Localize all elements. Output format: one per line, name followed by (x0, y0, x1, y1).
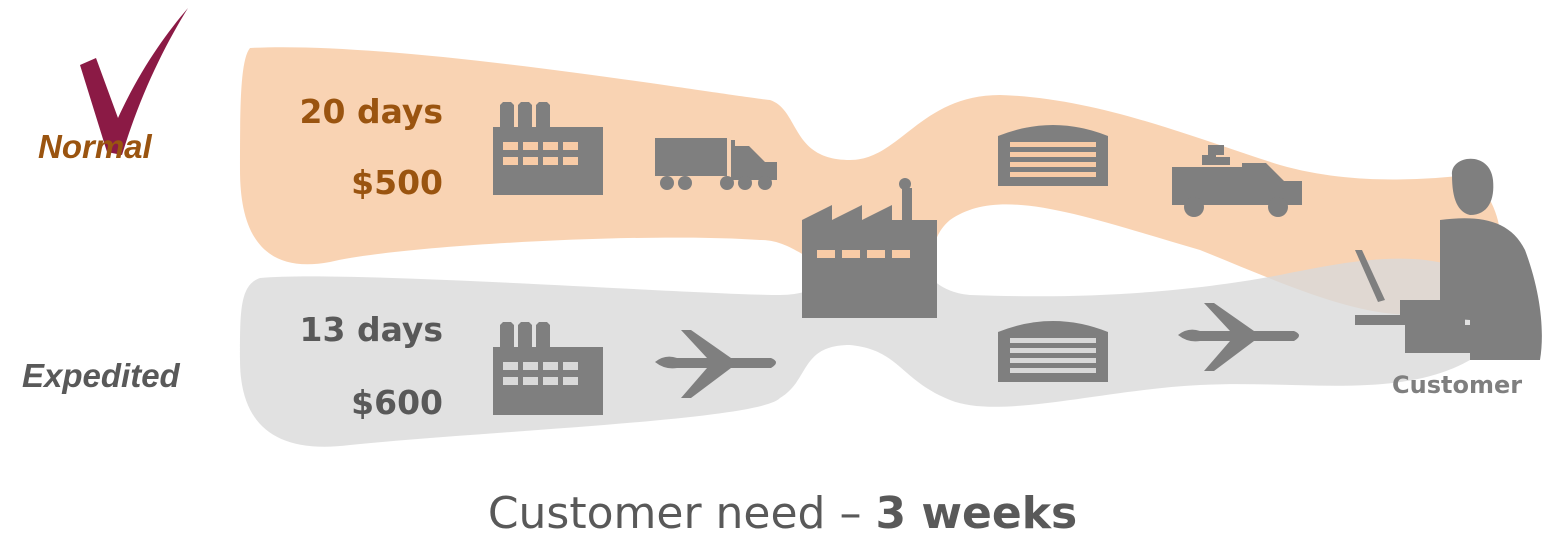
caption: Customer need – 3 weeks (0, 488, 1565, 539)
customer-label: Customer (1392, 371, 1523, 399)
expedited-days: 13 days (299, 310, 443, 349)
normal-warehouse-icon (998, 125, 1108, 186)
selected-checkmark-icon (80, 8, 188, 155)
normal-days: 20 days (299, 92, 443, 131)
manufacturing-plant-icon (802, 178, 937, 318)
normal-route-band (240, 47, 1501, 315)
expedited-supplier-factory-icon (493, 322, 603, 415)
normal-cost: $500 (351, 163, 443, 202)
expedited-route-label: Expedited (22, 357, 180, 394)
normal-supplier-factory-icon (493, 102, 603, 195)
customer-person-icon (1355, 158, 1542, 360)
expedited-warehouse-icon (998, 321, 1108, 382)
normal-route-label: Normal (38, 128, 152, 165)
caption-prefix: Customer need – (487, 488, 876, 539)
expedited-cost: $600 (351, 383, 443, 422)
caption-emphasis: 3 weeks (875, 488, 1078, 539)
